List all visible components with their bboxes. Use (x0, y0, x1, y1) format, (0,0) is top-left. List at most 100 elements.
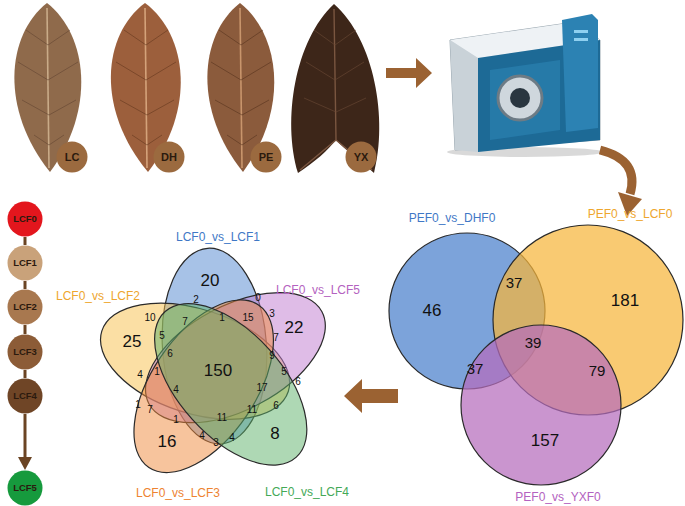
count-label: 11 (247, 405, 257, 415)
count-label: 1 (219, 313, 225, 323)
set-title: LCF0_vs_LCF4 (265, 486, 349, 498)
ion-source-port (510, 88, 530, 108)
set-count: 20 (201, 272, 220, 289)
node-label: YX (354, 152, 369, 163)
mass-spectrometer (447, 14, 603, 157)
ion-source (498, 76, 542, 120)
node-circle (8, 379, 43, 414)
set-outline (127, 277, 335, 492)
node-circle (8, 335, 43, 370)
count-label: 150 (204, 362, 232, 379)
count-label: 7 (182, 317, 188, 327)
count-label: 5 (159, 331, 165, 341)
connector-line (24, 414, 27, 457)
set-title: LCF0_vs_LCF3 (136, 487, 220, 499)
set-title: LCF0_vs_LCF1 (176, 231, 260, 243)
leaf-blade (291, 4, 379, 173)
flow-arrow (344, 379, 398, 413)
node-label: LCF2 (13, 302, 37, 312)
connector-line (24, 237, 27, 245)
count-label: 37 (467, 361, 484, 376)
set-title: PEF0_vs_DHF0 (409, 212, 496, 224)
stage-circle: LCF1 (7, 245, 43, 281)
stage-circle: LCF3 (7, 334, 43, 370)
node-circle (251, 142, 282, 173)
flow-arrow (386, 58, 432, 88)
node-label: LCF3 (13, 347, 37, 357)
count-label: 15 (242, 313, 253, 323)
count-label: 1 (135, 400, 141, 410)
connector-line (24, 370, 27, 378)
set-count: 22 (285, 319, 304, 336)
count-label: 39 (525, 335, 542, 350)
count-label: 4 (229, 433, 235, 443)
count-label: 9 (269, 351, 275, 361)
status-light (574, 38, 588, 41)
node-label: LCF5 (13, 483, 37, 493)
count-label: 6 (273, 401, 279, 411)
node-label: LC (65, 152, 80, 163)
connector-line (24, 325, 27, 334)
arrow-head (18, 457, 32, 470)
instrument-panel (490, 60, 560, 140)
node-circle (154, 142, 185, 173)
count-label: 4 (137, 370, 143, 380)
stage-circle: LCF0 (7, 201, 43, 237)
chain-connector (25, 237, 26, 245)
set-title: LCF0_vs_LCF2 (56, 290, 140, 302)
count-label: 1 (173, 415, 179, 425)
set-title: PEF0_vs_YXF0 (515, 491, 600, 503)
set-outline (461, 325, 621, 485)
count-label: 3 (269, 309, 275, 319)
count-label: 17 (256, 383, 267, 393)
chain-connector (25, 281, 26, 289)
count-label: 2 (193, 295, 199, 305)
count-label: 37 (506, 275, 523, 290)
flow-arrow (600, 150, 632, 194)
count-label: 6 (295, 377, 301, 387)
instrument-tower (562, 14, 598, 132)
node-circle (8, 290, 43, 325)
node-label: PE (259, 152, 274, 163)
count-label: 10 (144, 313, 155, 323)
node-circle (8, 202, 43, 237)
set-count: 181 (611, 292, 639, 309)
count-label: 11 (217, 413, 227, 423)
leaf-veins (116, 30, 176, 145)
count-label: 5 (281, 367, 287, 377)
node-circle (346, 142, 377, 173)
node-label: DH (161, 152, 177, 163)
node-label: LCF1 (13, 258, 37, 268)
leaf-veins (304, 30, 366, 112)
sample-badge: DH (153, 141, 185, 173)
chain-connector (18, 414, 32, 470)
count-label: 0 (255, 293, 261, 303)
set-count: 16 (158, 433, 177, 450)
node-circle (57, 142, 88, 173)
status-light (574, 30, 588, 33)
node-circle (8, 246, 43, 281)
node-label: LCF4 (13, 391, 37, 401)
stage-circle: LCF4 (7, 378, 43, 414)
leaf-veins (18, 30, 78, 145)
set-count: 25 (123, 333, 142, 350)
stage-circle: LCF5 (7, 470, 43, 506)
count-label: 4 (173, 385, 179, 395)
set-count: 157 (531, 432, 559, 449)
set-count: 46 (423, 302, 442, 319)
set-title: PEF0_vs_LCF0 (588, 208, 673, 220)
count-label: 79 (589, 363, 606, 378)
count-label: 6 (167, 349, 173, 359)
tobacco-leaf (291, 4, 379, 173)
count-label: 7 (273, 333, 279, 343)
count-label: 4 (199, 431, 205, 441)
count-label: 7 (147, 405, 153, 415)
count-label: 1 (154, 367, 160, 377)
set-count: 8 (270, 425, 279, 442)
sample-badge: LC (56, 141, 88, 173)
chain-connector (25, 370, 26, 378)
node-circle (8, 471, 43, 506)
leaf-veins (211, 30, 271, 145)
chain-connector (25, 325, 26, 334)
